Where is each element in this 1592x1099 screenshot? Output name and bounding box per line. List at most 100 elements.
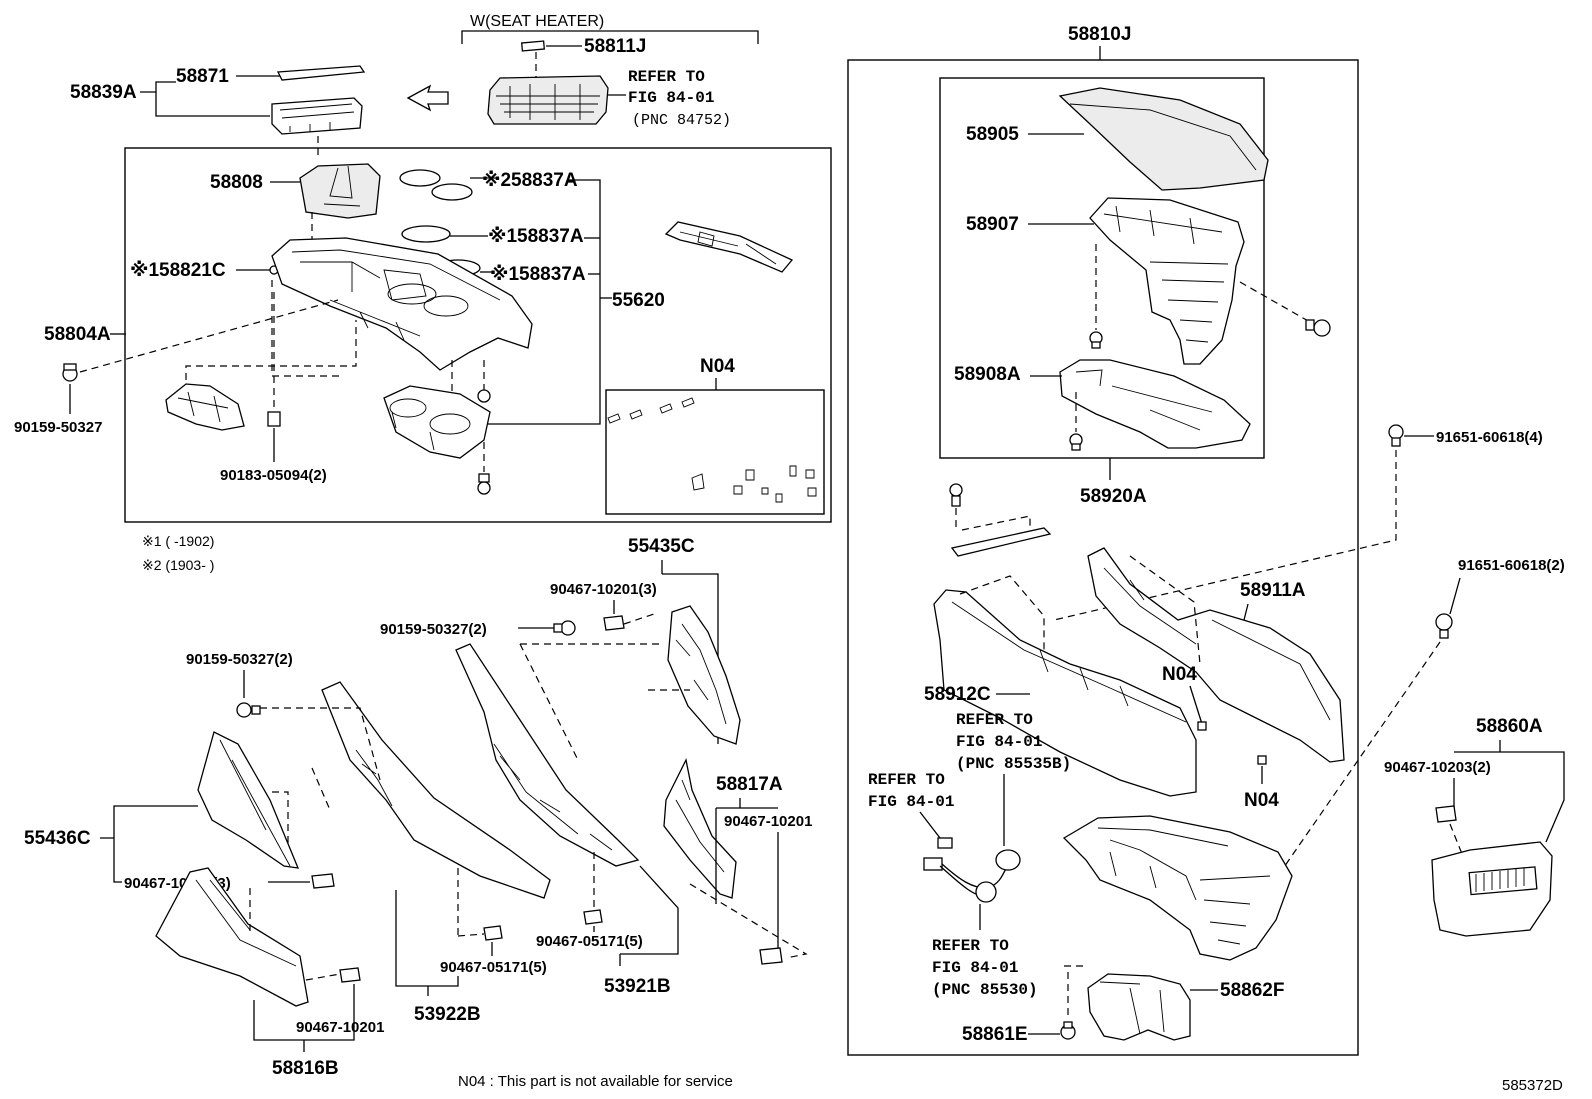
part-58860A-vent — [1431, 841, 1553, 937]
part-58862F-label: 58862F — [1220, 980, 1284, 1001]
part-90467-05171-5b-label: 90467-05171(5) — [536, 933, 643, 950]
part-55620-label: 55620 — [612, 290, 665, 311]
leader-91651-2 — [1449, 577, 1461, 615]
dash-58817A — [689, 883, 808, 959]
bolt-cupholder — [477, 473, 491, 495]
dash-bracket-b — [271, 280, 342, 377]
seat-heater-label: W(SEAT HEATER) — [470, 13, 604, 30]
clip-90467-10201-3b — [311, 873, 335, 889]
part-53921B-label: 53921B — [604, 976, 671, 997]
dash-55435C — [519, 643, 690, 761]
direction-arrow-icon — [406, 84, 449, 112]
cupholder-ring-1a — [401, 225, 451, 243]
clip-cupholder — [477, 389, 491, 403]
clip-n04-a — [1197, 721, 1207, 731]
dash-bracket-a — [185, 320, 357, 380]
n04-box-label: N04 — [700, 356, 735, 377]
clip-90467-10201a — [759, 947, 783, 965]
part-90467-05171-5a-label: 90467-05171(5) — [440, 959, 547, 976]
dash-58862F — [1064, 965, 1084, 1020]
part-58811J-pad — [520, 40, 546, 52]
part-58911A-label: 58911A — [1240, 580, 1306, 601]
armrest-outer-box — [847, 59, 1359, 1056]
part-55620-trim — [664, 221, 794, 273]
part-58862F-duct — [1087, 973, 1191, 1041]
n04-b-label: N04 — [1244, 790, 1279, 811]
dash-91651-4 — [1053, 450, 1397, 621]
clip-90467-05171a — [483, 925, 503, 941]
bolt-58912C-top — [949, 483, 963, 507]
bracket-55436C — [100, 805, 198, 883]
part-58912C-label: 58912C — [924, 684, 991, 705]
part-90467-10203-label: 90467-10203(2) — [1384, 759, 1491, 776]
part-58804A-label: 58804A — [44, 324, 111, 345]
note-2: ※2 (1903- ) — [142, 557, 214, 573]
part-58817A-panel — [663, 758, 737, 899]
clip-90467-05171b — [583, 909, 603, 925]
clip-n04-b — [1257, 755, 1267, 765]
ref-84-01-line1: REFER TO — [868, 771, 945, 789]
clip-90467-10203 — [1435, 805, 1457, 823]
ref-85535B-line3: (PNC 85535B) — [956, 755, 1071, 773]
part-58861E-label: 58861E — [962, 1024, 1028, 1045]
part-58810J-label: 58810J — [1068, 24, 1131, 45]
bolt-90159-50327-2a — [553, 620, 576, 636]
part-58907-label: 58907 — [966, 214, 1019, 235]
note-1: ※1 ( -1902) — [142, 533, 214, 549]
bracket-55620 — [488, 179, 601, 425]
part-90467-10201-3a-label: 90467-10201(3) — [550, 581, 657, 598]
dash-58911A — [1129, 555, 1201, 665]
part-58837A-2-label: ※258837A — [482, 170, 578, 191]
part-55435C-panel — [667, 605, 741, 745]
seat-heater-bracket — [461, 30, 759, 44]
part-90183-05094-label: 90183-05094(2) — [220, 467, 327, 484]
ref-85530-line2: FIG 84-01 — [932, 959, 1018, 977]
cupholder-ring-2 — [399, 169, 473, 201]
dash-clip-3a — [623, 613, 655, 625]
bracket-53921B — [619, 865, 679, 966]
footer-note: N04 : This part is not available for ser… — [458, 1073, 733, 1090]
part-55436C-panel — [197, 731, 300, 869]
part-58908A-tray — [1059, 359, 1251, 449]
part-58837A-1a-label: ※158837A — [488, 226, 584, 247]
n04-a-label: N04 — [1162, 664, 1197, 685]
clip-90467-10201b — [339, 967, 361, 983]
dash-90467-10203 — [1449, 823, 1463, 855]
ref-85530-line3: (PNC 85530) — [932, 981, 1038, 999]
part-53922B-trim — [321, 681, 551, 899]
part-53921B-trim — [455, 643, 640, 867]
bolt-91651-2 — [1435, 613, 1453, 639]
part-58837A-1b-label: ※158837A — [490, 264, 586, 285]
part-58808-boot — [299, 163, 381, 219]
part-58871-strip — [276, 65, 366, 81]
ref-85535B-line1: REFER TO — [956, 711, 1033, 729]
clip-90183-05094 — [267, 411, 281, 427]
part-58908A-label: 58908A — [954, 364, 1021, 385]
diagram-id: 585372D — [1502, 1077, 1563, 1094]
part-58905-lid — [1058, 87, 1269, 191]
console-box-lower — [1062, 815, 1293, 961]
part-58804A-panel — [271, 237, 533, 371]
ref-85530-line1: REFER TO — [932, 937, 1009, 955]
leader-84-01 — [919, 811, 941, 839]
ref-84752-line2: FIG 84-01 — [628, 89, 714, 107]
clip-90467-10201-3a — [603, 615, 625, 631]
part-58811J-label: 58811J — [584, 36, 646, 57]
leader-58911A — [1243, 603, 1249, 621]
part-58817A-label: 58817A — [716, 774, 783, 795]
part-90159-50327-2b-label: 90159-50327(2) — [186, 651, 293, 668]
dash-91651-2 — [1281, 641, 1441, 871]
bracket-58817A — [715, 798, 778, 904]
seat-heater-switch — [487, 75, 609, 125]
part-53922B-label: 53922B — [414, 1004, 481, 1025]
part-58911A-panel — [1087, 547, 1345, 763]
armrest-inner-box — [939, 77, 1265, 459]
screw-58908A — [1069, 433, 1083, 451]
part-90467-10201a-label: 90467-10201 — [724, 813, 812, 830]
bolt-90159-50327-2b — [236, 702, 261, 718]
dash-58804A-bolt — [79, 299, 339, 373]
part-90159-50327-label: 90159-50327 — [14, 419, 102, 436]
part-55436C-label: 55436C — [24, 828, 91, 849]
bolt-91651-4 — [1388, 424, 1404, 447]
part-91651-4-label: 91651-60618(4) — [1436, 429, 1543, 446]
